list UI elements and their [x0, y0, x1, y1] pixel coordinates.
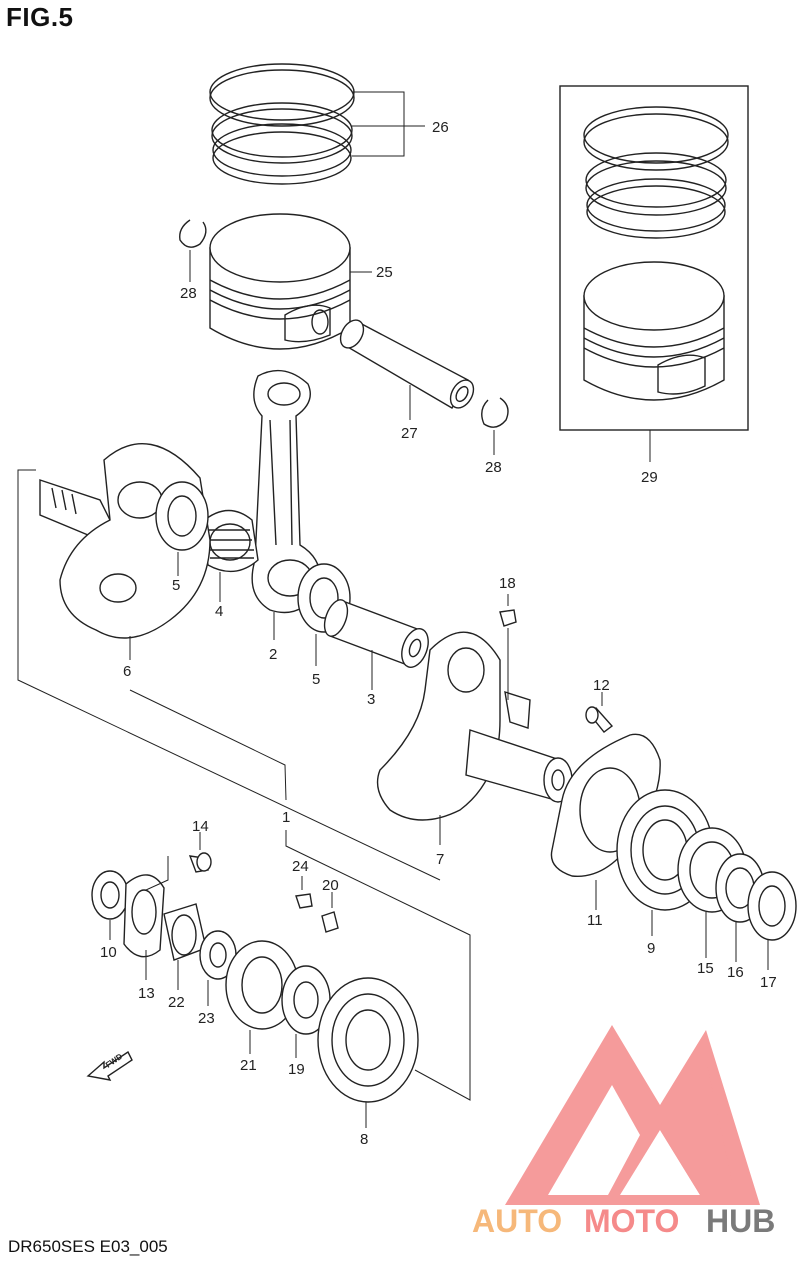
callout-1: 1 [282, 809, 290, 826]
callout-27: 27 [401, 425, 418, 442]
callout-7: 7 [436, 851, 444, 868]
key-20 [321, 911, 339, 933]
callout-13: 13 [138, 985, 155, 1002]
circlip-28-upper [179, 219, 207, 248]
piston-25 [209, 213, 351, 350]
callout-8: 8 [360, 1131, 368, 1148]
callout-5-left: 5 [172, 577, 180, 594]
logo-text-auto: AUTO [472, 1203, 562, 1239]
washer-23 [199, 930, 237, 980]
callout-5-right: 5 [312, 671, 320, 688]
logo-text-moto: MOTO [584, 1203, 679, 1239]
callout-2: 2 [269, 646, 277, 663]
callout-3: 3 [367, 691, 375, 708]
callout-21: 21 [240, 1057, 257, 1074]
callout-17: 17 [760, 974, 777, 991]
callout-14: 14 [192, 818, 209, 835]
callout-9: 9 [647, 940, 655, 957]
nut-17 [747, 871, 797, 941]
screw-12 [585, 706, 614, 733]
circlip-28-lower [481, 397, 509, 428]
oil-seal-10 [91, 870, 129, 920]
callout-22: 22 [168, 994, 185, 1011]
callout-6: 6 [123, 663, 131, 680]
retainer-13 [123, 874, 165, 958]
callout-23: 23 [198, 1010, 215, 1027]
diagram-code: DR650SES E03_005 [8, 1237, 168, 1256]
callout-10: 10 [100, 944, 117, 961]
logo-text-hub: HUB [706, 1203, 775, 1239]
callout-labels: 26 25 28 27 28 29 5 4 2 6 5 3 18 12 1 7 … [100, 119, 777, 1148]
callout-12: 12 [593, 677, 610, 694]
callout-4: 4 [215, 603, 223, 620]
piston-pin-27 [339, 319, 475, 409]
callout-16: 16 [727, 964, 744, 981]
callout-19: 19 [288, 1061, 305, 1078]
bolt-14 [188, 852, 212, 873]
callout-15: 15 [697, 960, 714, 977]
callout-24: 24 [292, 858, 309, 875]
callout-18: 18 [499, 575, 516, 592]
assembly-bracket-1 [17, 469, 471, 1101]
piston-rings-26 [209, 63, 355, 185]
callout-25: 25 [376, 264, 393, 281]
crank-pin-3 [323, 599, 429, 668]
callout-28-lower: 28 [485, 459, 502, 476]
callout-28-upper: 28 [180, 285, 197, 302]
main-bearing-8 [317, 977, 419, 1103]
callout-26: 26 [432, 119, 449, 136]
fwd-arrow-icon [86, 1050, 133, 1081]
key-18 [499, 609, 517, 627]
gear-19 [281, 965, 331, 1035]
automotohub-logo [505, 1025, 760, 1205]
callout-29: 29 [641, 469, 658, 486]
callout-11: 11 [587, 912, 603, 929]
callout-20: 20 [322, 877, 339, 894]
key-24 [295, 893, 313, 909]
thrust-washer-5-left [155, 481, 209, 551]
figure-title: FIG.5 [6, 2, 74, 32]
piston-set-29 [559, 85, 749, 431]
